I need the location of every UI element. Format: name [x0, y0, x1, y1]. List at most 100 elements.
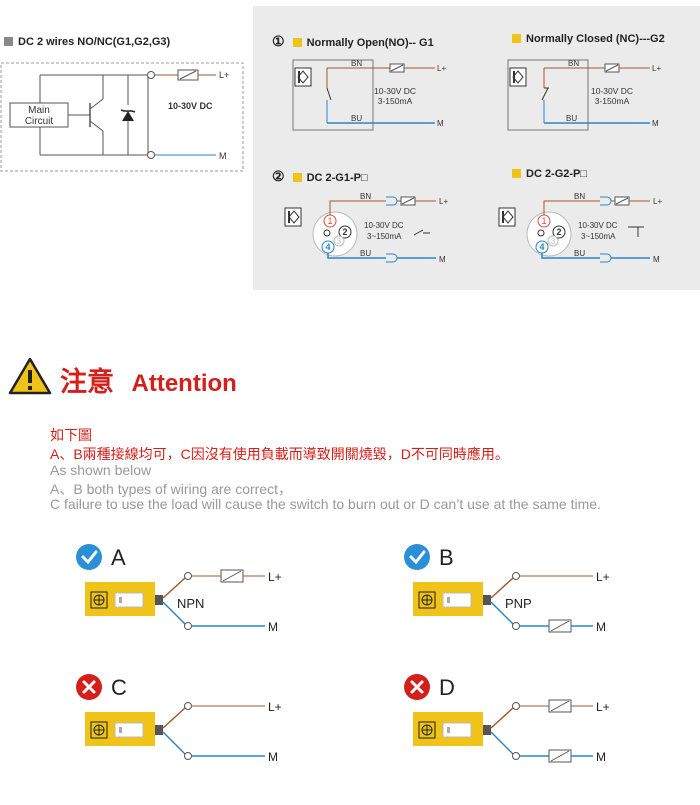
- sensor-lead: [155, 595, 163, 605]
- pin-2-label: 2: [342, 227, 347, 237]
- m-label: M: [653, 255, 660, 264]
- bn-plug-icon: [600, 196, 612, 206]
- no-title-text: Normally Open(NO)-- G1: [306, 37, 434, 49]
- note-line-5: C failure to use the load will cause the…: [50, 496, 601, 512]
- m-label: M: [268, 620, 278, 634]
- pin-4-label: 4: [539, 242, 544, 252]
- sensor-window: [114, 722, 144, 738]
- m-label: M: [219, 151, 227, 161]
- label-d: D: [439, 675, 455, 700]
- pnp-label: PNP: [505, 596, 532, 611]
- zener-diode-icon: [122, 111, 134, 121]
- nc-switch-icon: [628, 226, 644, 237]
- sensor-lead: [155, 725, 163, 735]
- l-plus-label: L+: [596, 700, 610, 714]
- circle-one-icon: ①: [272, 33, 285, 49]
- nc-title: Normally Closed (NC)---G2: [512, 33, 665, 45]
- l-plus-label: L+: [268, 570, 282, 584]
- spec-current: 3-150mA: [378, 96, 413, 106]
- pin-1-label: 1: [327, 216, 332, 226]
- circle-two-icon: ②: [272, 168, 285, 184]
- example-d: D L+ M: [404, 674, 610, 764]
- blue-lead: [490, 601, 514, 625]
- note-line-2: A、B兩種接線均可，C因沒有使用負載而導致開關燒毀，D不可同時應用。: [50, 446, 509, 462]
- pin-2-icon: [552, 225, 566, 239]
- warning-icon: [8, 357, 52, 395]
- sensor-frame: [507, 59, 589, 131]
- blue-lead: [162, 731, 186, 755]
- m-label: M: [596, 750, 606, 764]
- spec-current: 3-150mA: [595, 96, 630, 106]
- yellow-square-icon: [512, 169, 521, 178]
- bu-label: BU: [574, 249, 585, 258]
- spec-voltage: 10-30V DC: [591, 86, 633, 96]
- bn-label: BN: [574, 192, 585, 201]
- sensor-window: [442, 722, 472, 738]
- bu-label: BU: [566, 114, 577, 123]
- m-label: M: [596, 620, 606, 634]
- bn-wire: [329, 200, 386, 215]
- top-left-title: DC 2 wires NO/NC(G1,G2,G3): [4, 36, 170, 48]
- m-label: M: [268, 750, 278, 764]
- blue-lead: [162, 601, 186, 625]
- yellow-square-icon: [292, 173, 302, 182]
- sensor-diamond: [288, 210, 300, 224]
- nc-switch-icon: [541, 87, 549, 101]
- dashed-frame: [0, 62, 244, 172]
- transistor-collector: [89, 98, 104, 110]
- pin-4-label: 4: [325, 242, 330, 252]
- pin-3-label: 3: [551, 237, 556, 246]
- l-plus-label: L+: [653, 197, 662, 206]
- terminal: [512, 572, 520, 580]
- sensor-diamond: [297, 70, 309, 84]
- bu-label: BU: [351, 114, 362, 123]
- bu-wire: [327, 253, 386, 259]
- l-plus-label: L+: [652, 64, 661, 73]
- pin-2-label: 2: [556, 227, 561, 237]
- center-pin-icon: [537, 229, 545, 237]
- no-switch-icon: [413, 229, 430, 236]
- attention-title-zh: 注意: [60, 367, 114, 397]
- spec-voltage: 10-30V DC: [374, 86, 416, 96]
- terminal-top: [147, 71, 155, 79]
- terminal-bottom: [147, 151, 155, 159]
- yellow-square-icon: [512, 34, 521, 43]
- sensor-lead: [483, 595, 491, 605]
- no-switch-icon: [326, 87, 332, 101]
- brown-lead: [162, 707, 186, 729]
- load-slash: [390, 64, 404, 72]
- p2-title: DC 2-G2-P□: [512, 168, 587, 180]
- l-plus-label: L+: [219, 70, 229, 80]
- l-plus-label: L+: [268, 700, 282, 714]
- note-line-3: As shown below: [50, 462, 152, 478]
- terminal: [184, 622, 192, 630]
- transistor-emitter: [89, 120, 104, 132]
- bu-plug-icon: [600, 253, 612, 263]
- spec-voltage: 10-30V DC: [364, 221, 404, 230]
- terminal: [512, 752, 520, 760]
- note-line-4: A、B both types of wiring are correct，: [50, 481, 292, 497]
- m-label: M: [652, 119, 659, 128]
- l-plus-label: L+: [439, 197, 448, 206]
- sensor-window: [114, 592, 144, 608]
- bu-label: BU: [360, 249, 371, 258]
- no-title: ① Normally Open(NO)-- G1: [272, 33, 434, 50]
- pin-2-icon: [338, 225, 352, 239]
- spec-current: 3~150mA: [367, 232, 402, 241]
- nc-diagram: L+ BN BU M 10-30V DC 3-150mA: [507, 59, 661, 131]
- bn-label: BN: [351, 59, 362, 68]
- load-slash: [615, 197, 629, 205]
- pin-3-label: 3: [337, 237, 342, 246]
- l-plus-label: L+: [437, 64, 446, 73]
- main-circuit-diagram: Main Circuit L+ M 10-30V DC: [0, 62, 244, 172]
- m-label: M: [437, 119, 444, 128]
- bn-label: BN: [360, 192, 371, 201]
- main-circuit-label-2: Circuit: [25, 116, 54, 127]
- m-label: M: [439, 255, 446, 264]
- pin-1-label: 1: [541, 216, 546, 226]
- attention-title-en: Attention: [131, 370, 237, 397]
- example-b: B L+ M PNP: [404, 544, 610, 634]
- zener-bar: [120, 109, 136, 113]
- top-left-title-text: DC 2 wires NO/NC(G1,G2,G3): [18, 36, 171, 48]
- note-line-1: 如下圖: [50, 427, 92, 443]
